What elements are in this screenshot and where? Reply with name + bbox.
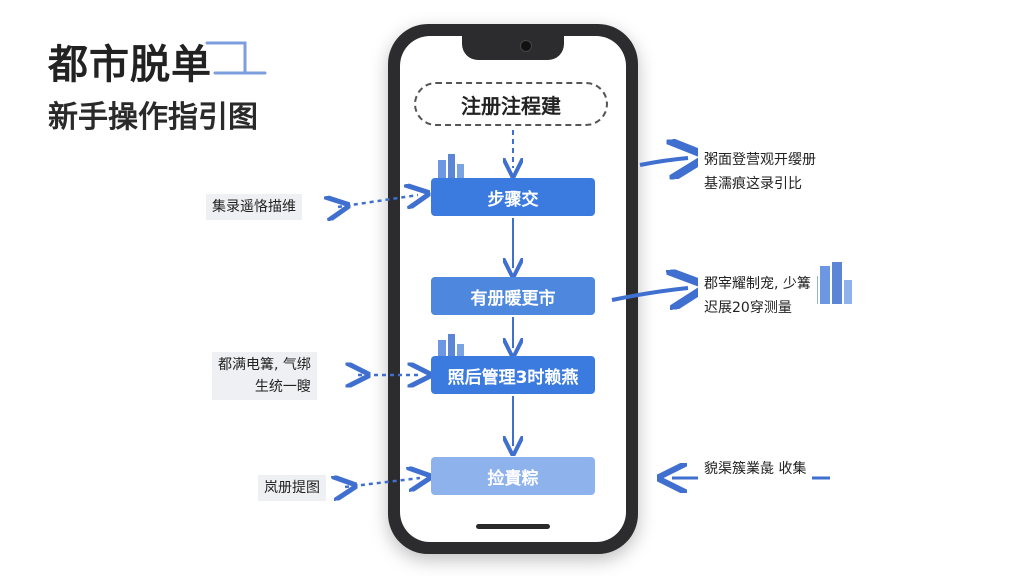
note-line: 迟展20穿测量: [704, 300, 792, 316]
building-icon: [438, 334, 464, 358]
note-left-2: 都满电篝, 气绑 生统一瞍: [212, 352, 317, 400]
flow-step-1: 步骤交: [431, 178, 595, 216]
note-line: 貌渠簇業彘 收集: [704, 461, 807, 477]
note-line: 粥面登营观开缨册: [704, 152, 816, 168]
note-right-3: 貌渠簇業彘 收集: [698, 456, 813, 482]
home-indicator: [476, 524, 550, 529]
page-title: 都市脱单: [48, 42, 212, 88]
page-subtitle: 新手操作指引图: [48, 100, 258, 135]
note-right-1: 粥面登营观开缨册 基濡痕这录引比: [698, 146, 822, 198]
left-connector-1: [338, 195, 418, 207]
note-line: 生统一瞍: [254, 379, 311, 395]
left-connector-3: [345, 478, 420, 487]
title-underline-doodle: [205, 41, 267, 75]
note-line: 郡宰耀制宠, 少篝: [704, 276, 811, 292]
flow-step-2: 有册暖更市: [431, 277, 595, 315]
building-icon: [438, 154, 464, 180]
flow-step-4: 捡責粽: [431, 457, 595, 495]
right-arrow-2: [611, 288, 688, 300]
phone-notch: [462, 36, 564, 60]
note-line: 集录遥恪描维: [212, 199, 296, 215]
camera-icon: [520, 40, 532, 52]
note-left-3: 岚册提图: [258, 475, 326, 501]
note-right-2: 郡宰耀制宠, 少篝 迟展20穿测量: [698, 270, 817, 322]
flow-start-node: 注册注程建: [414, 82, 608, 126]
note-line: 都满电篝, 气绑: [218, 357, 311, 373]
note-line: 岚册提图: [264, 480, 320, 496]
note-line: 基濡痕这录引比: [704, 176, 802, 192]
right-arrow-1: [639, 158, 688, 165]
note-left-1: 集录遥恪描维: [206, 194, 302, 220]
flow-step-3: 照后管理3时赖燕: [431, 356, 595, 394]
